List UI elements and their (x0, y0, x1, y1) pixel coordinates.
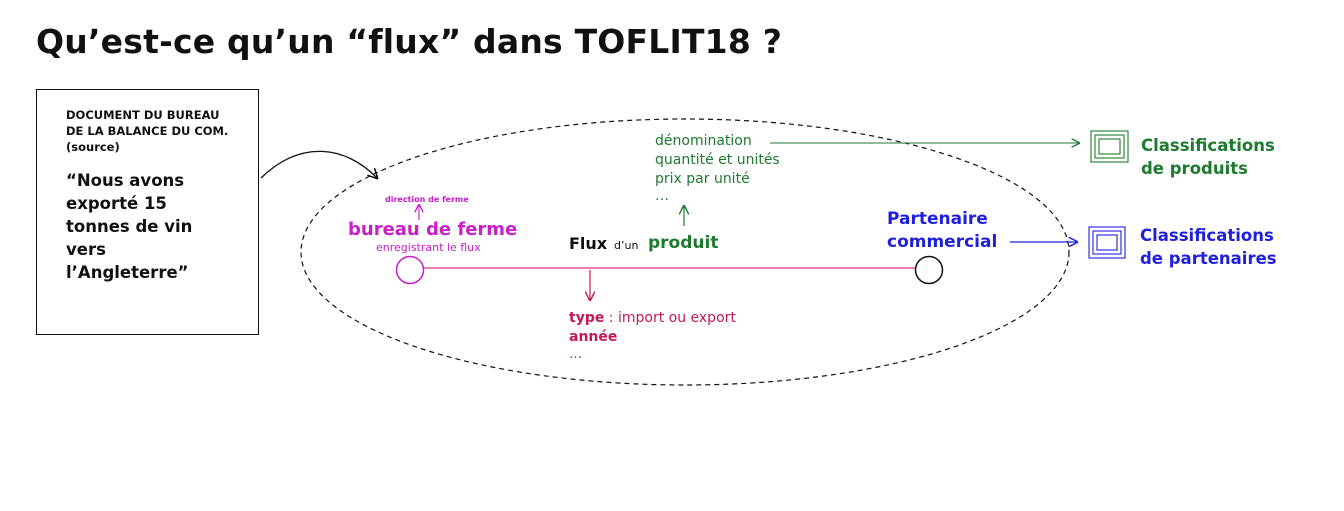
attribute-denomination: dénomination (655, 133, 752, 149)
source-to-flow-arrow (260, 150, 377, 178)
product-classifications-title: Classifications (1141, 136, 1275, 155)
partner-node (914, 255, 944, 285)
partner-classification-icon (1088, 226, 1126, 259)
flux-connector: d’un (614, 239, 639, 252)
flow-attributes-more: … (569, 347, 582, 362)
document-source-label: (source) (66, 140, 120, 154)
flow-type-label: type (569, 310, 605, 326)
page-title: Qu’est-ce qu’un “flux” dans TOFLIT18 ? (36, 22, 783, 61)
flow-type-value: : import ou export (608, 310, 736, 326)
flow-type-row: type : import ou export (569, 310, 736, 326)
partner-classifications-subtitle: de partenaires (1140, 249, 1277, 268)
document-quote-line: l’Angleterre” (66, 263, 189, 282)
partner-label-line: Partenaire (887, 209, 988, 229)
bureau-sublabel: enregistrant le flux (376, 241, 481, 254)
flux-label: Flux (569, 234, 608, 253)
flow-scope-ellipse (300, 118, 1070, 386)
attribute-unit-price: prix par unité (655, 171, 750, 187)
bureau-direction-label: direction de ferme (385, 195, 469, 204)
partner-label-line: commercial (887, 232, 998, 252)
product-classification-icon (1090, 130, 1129, 163)
document-header-line: DOCUMENT DU BUREAU (66, 108, 220, 122)
bureau-label: bureau de ferme (348, 219, 518, 240)
attribute-more: … (655, 188, 669, 204)
bureau-node (395, 255, 425, 285)
document-quote-line: “Nous avons (66, 171, 185, 190)
document-quote-line: vers (66, 240, 106, 259)
product-classifications-subtitle: de produits (1141, 159, 1248, 178)
source-document-box (36, 89, 259, 335)
partner-classifications-title: Classifications (1140, 226, 1274, 245)
document-header-line: DE LA BALANCE DU COM. (66, 124, 229, 138)
document-quote-line: exporté 15 (66, 194, 167, 213)
attribute-quantity-units: quantité et unités (655, 152, 780, 168)
flow-year-label: année (569, 329, 618, 345)
product-label: produit (648, 233, 719, 253)
document-quote-line: tonnes de vin (66, 217, 193, 236)
